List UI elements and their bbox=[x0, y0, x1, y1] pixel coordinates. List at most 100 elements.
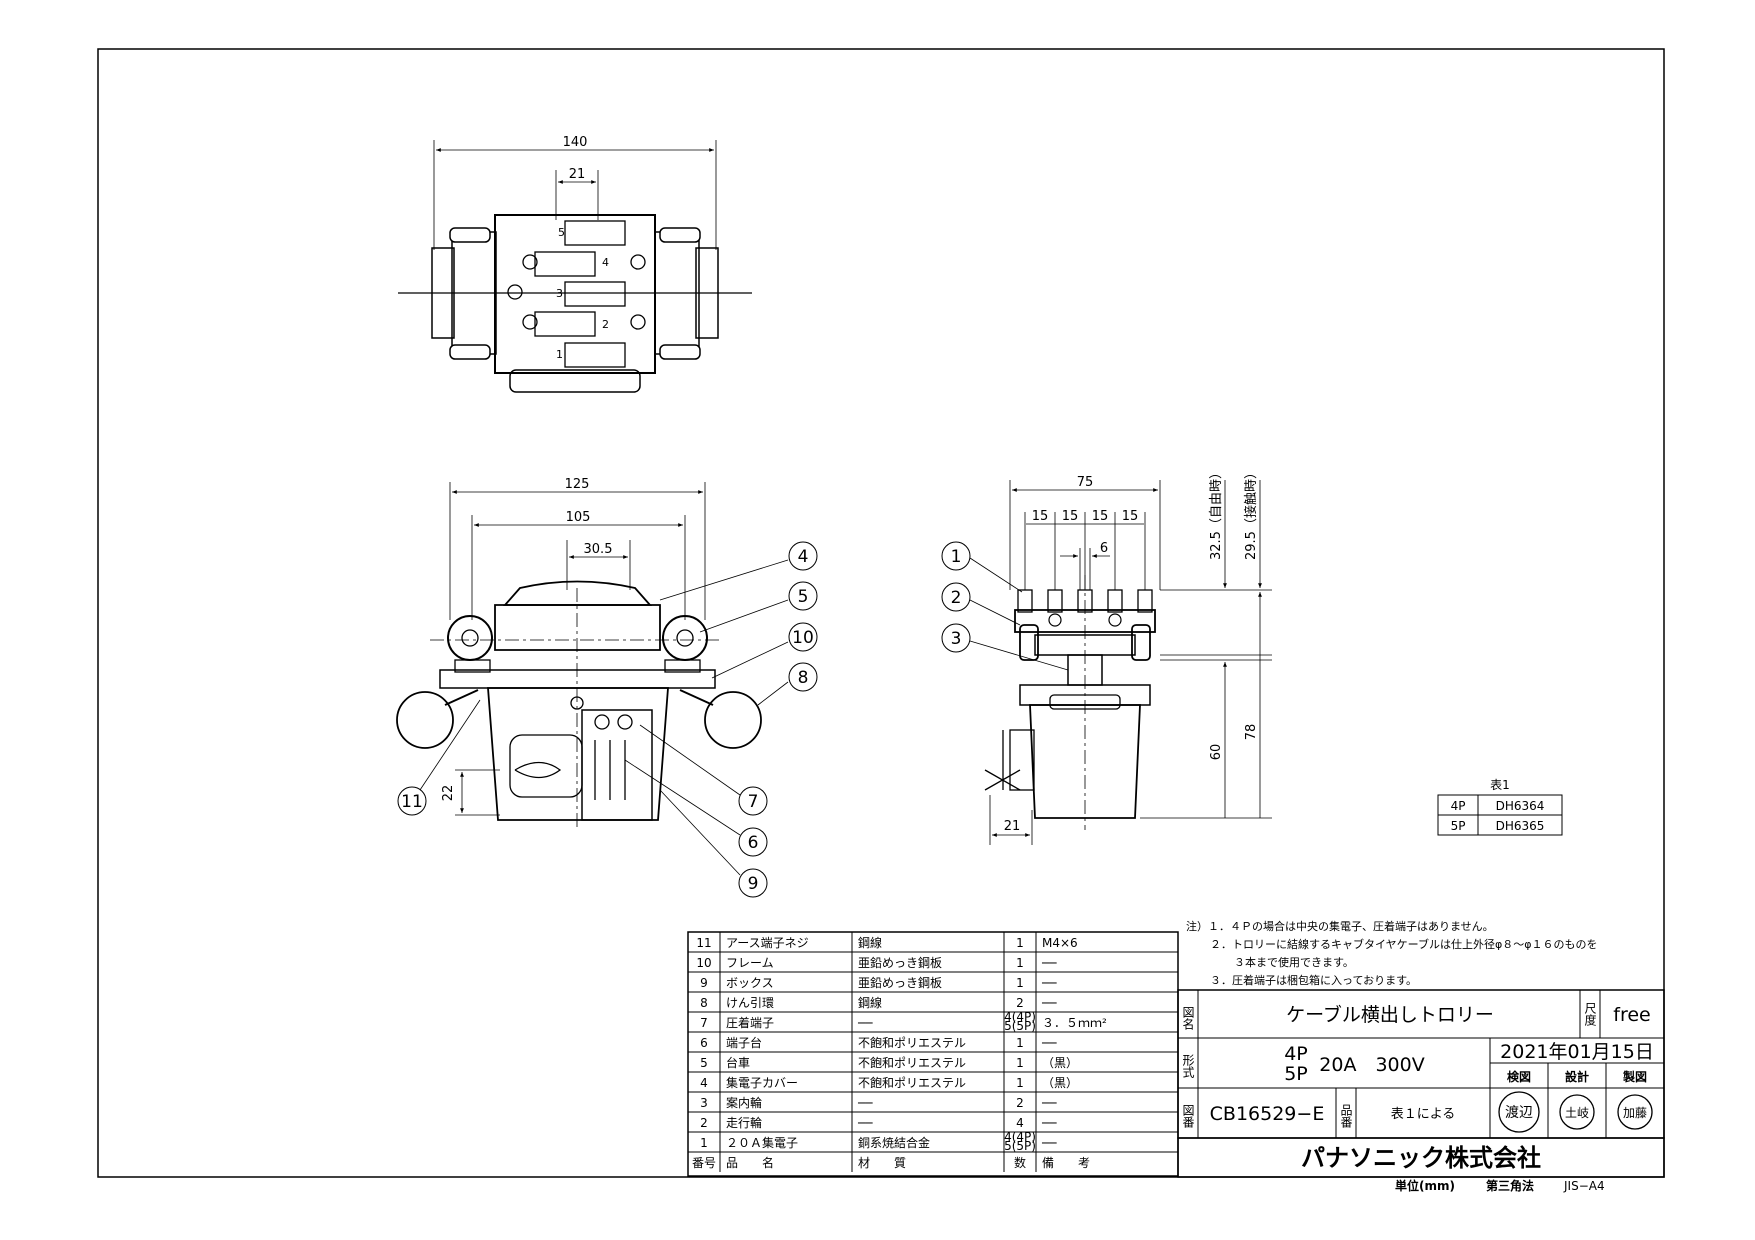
svg-text:渡辺: 渡辺 bbox=[1505, 1105, 1533, 1121]
parts-cell-qty: 1 bbox=[1016, 976, 1024, 990]
parts-cell-name: けん引環 bbox=[726, 996, 774, 1010]
svg-text:6: 6 bbox=[748, 833, 759, 853]
parts-cell-qty: 数 bbox=[1014, 1155, 1026, 1170]
parts-cell-name: 案内輪 bbox=[726, 1095, 762, 1110]
balloon-6: 6 bbox=[624, 759, 768, 857]
balloon-4: 4 bbox=[659, 541, 818, 601]
dim-top-pitch: 21 bbox=[569, 167, 586, 182]
title-scale: free bbox=[1613, 1004, 1650, 1026]
footer-projection: 第三角法 bbox=[1486, 1178, 1534, 1193]
parts-cell-remark: ３．５ｍｍ² bbox=[1042, 1016, 1107, 1030]
parts-cell-remark: ── bbox=[1041, 1036, 1057, 1050]
dim-side-h3: 60 bbox=[1209, 744, 1224, 761]
dim-side-pitch-2: 15 bbox=[1062, 509, 1079, 524]
table-1-title: 表1 bbox=[1490, 778, 1510, 792]
balloon-5: 5 bbox=[699, 581, 818, 633]
table-1-type-4p: 4P bbox=[1451, 799, 1466, 813]
balloon-7: 7 bbox=[639, 724, 768, 816]
dim-side-h2: 29.5（接触時） bbox=[1243, 466, 1259, 560]
parts-cell-name: フレーム bbox=[726, 956, 774, 970]
dim-side-bottom: 21 bbox=[1004, 819, 1021, 834]
svg-text:11: 11 bbox=[401, 792, 423, 812]
parts-cell-material: 不飽和ポリエステル bbox=[858, 1035, 966, 1050]
balloon-10: 10 bbox=[711, 622, 818, 679]
parts-cell-name: 端子台 bbox=[726, 1035, 762, 1050]
notes: 注）１．４Ｐの場合は中央の集電子、圧着端子はありません。 ２．トロリーに結線する… bbox=[1186, 919, 1598, 987]
parts-cell-no: 8 bbox=[700, 996, 708, 1010]
parts-cell-material: ── bbox=[857, 1116, 873, 1130]
dim-side-h1: 32.5（自由時） bbox=[1209, 466, 1224, 560]
svg-text:3: 3 bbox=[951, 629, 962, 649]
parts-cell-remark: （黒） bbox=[1042, 1056, 1078, 1070]
stamp-kato: 加藤 bbox=[1617, 1094, 1653, 1130]
footer-size: JIS−A4 bbox=[1563, 1179, 1605, 1193]
dim-front-height: 22 bbox=[441, 785, 456, 802]
parts-cell-no: 6 bbox=[700, 1036, 708, 1050]
parts-cell-no: 10 bbox=[696, 956, 711, 970]
dim-front-wheelbase: 105 bbox=[566, 510, 591, 525]
svg-text:加藤: 加藤 bbox=[1623, 1106, 1647, 1120]
front-view: 125 105 30.5 22 bbox=[396, 477, 818, 898]
parts-cell-material: 不飽和ポリエステル bbox=[858, 1055, 966, 1070]
parts-cell-qty: 5(5P) bbox=[1004, 1019, 1036, 1033]
svg-text:土岐: 土岐 bbox=[1565, 1106, 1589, 1120]
parts-cell-no: 5 bbox=[700, 1056, 708, 1070]
parts-cell-remark: ── bbox=[1041, 1136, 1057, 1150]
parts-cell-remark: M4×6 bbox=[1042, 936, 1078, 950]
table-1-type-5p: 5P bbox=[1451, 819, 1466, 833]
title-company: パナソニック株式会社 bbox=[1301, 1144, 1541, 1172]
title-date: 2021年01月15日 bbox=[1500, 1041, 1654, 1063]
parts-cell-remark: ── bbox=[1041, 1116, 1057, 1130]
table-1-code-5p: DH6365 bbox=[1496, 819, 1545, 833]
title-block: 図名 ケーブル横出しトロリー 尺度 free 形式 4P 5P 20A 300V… bbox=[1177, 989, 1665, 1178]
parts-cell-name: ボックス bbox=[726, 976, 774, 990]
parts-cell-material: 鋼線 bbox=[858, 995, 882, 1010]
parts-cell-no: 3 bbox=[700, 1096, 708, 1110]
terminal-label-1: 1 bbox=[556, 348, 563, 361]
title-part-no-label: 品番 bbox=[1339, 1104, 1353, 1129]
parts-cell-name: 集電子カバー bbox=[726, 1075, 798, 1090]
parts-cell-qty: 4(4P) bbox=[1004, 1010, 1036, 1024]
parts-cell-remark: ── bbox=[1041, 996, 1057, 1010]
dim-side-pitch-1: 15 bbox=[1032, 509, 1049, 524]
title-type-line1: 4P bbox=[1284, 1043, 1308, 1065]
title-name: ケーブル横出しトロリー bbox=[1286, 1003, 1494, 1026]
dim-top-overall: 140 bbox=[563, 135, 588, 150]
parts-cell-name: アース端子ネジ bbox=[726, 936, 809, 950]
dim-front-overall: 125 bbox=[565, 477, 590, 492]
parts-cell-material: 亜鉛めっき鋼板 bbox=[858, 976, 942, 990]
parts-cell-material: 亜鉛めっき鋼板 bbox=[858, 956, 942, 970]
dim-side-gap: 6 bbox=[1100, 541, 1108, 556]
footer-unit: 単位(mm) bbox=[1395, 1178, 1455, 1193]
top-view: 140 21 5 4 3 2 1 bbox=[398, 135, 752, 393]
parts-cell-qty: 1 bbox=[1016, 956, 1024, 970]
svg-text:8: 8 bbox=[798, 668, 809, 688]
balloon-11: 11 bbox=[397, 699, 481, 816]
title-role-draft: 製図 bbox=[1622, 1069, 1647, 1084]
balloon-9: 9 bbox=[659, 789, 768, 898]
title-name-label: 図名 bbox=[1181, 1006, 1195, 1030]
parts-cell-no: 11 bbox=[696, 936, 711, 950]
parts-cell-remark: ── bbox=[1041, 976, 1057, 990]
parts-cell-material: ── bbox=[857, 1016, 873, 1030]
parts-cell-qty: 2 bbox=[1016, 996, 1024, 1010]
parts-cell-qty: 2 bbox=[1016, 1096, 1024, 1110]
title-role-check: 検図 bbox=[1507, 1069, 1531, 1084]
svg-text:9: 9 bbox=[748, 874, 759, 894]
parts-cell-no: 1 bbox=[700, 1136, 708, 1150]
svg-text:4: 4 bbox=[798, 547, 809, 567]
parts-cell-qty: 4 bbox=[1016, 1116, 1024, 1130]
balloon-2: 2 bbox=[941, 582, 1021, 626]
stamp-watanabe: 渡辺 bbox=[1498, 1091, 1540, 1133]
title-drawing-no-label: 図番 bbox=[1181, 1104, 1195, 1129]
table-1: 表1 4P DH6364 5P DH6365 bbox=[1437, 778, 1563, 836]
footer: 単位(mm) 第三角法 JIS−A4 bbox=[1395, 1178, 1605, 1193]
parts-cell-material: 材 質 bbox=[858, 1155, 906, 1170]
parts-cell-no: 9 bbox=[700, 976, 708, 990]
stamp-toki: 土岐 bbox=[1559, 1094, 1595, 1130]
dim-side-overall: 75 bbox=[1077, 475, 1094, 490]
parts-cell-material: ── bbox=[857, 1096, 873, 1110]
parts-cell-qty: 5(5P) bbox=[1004, 1139, 1036, 1153]
